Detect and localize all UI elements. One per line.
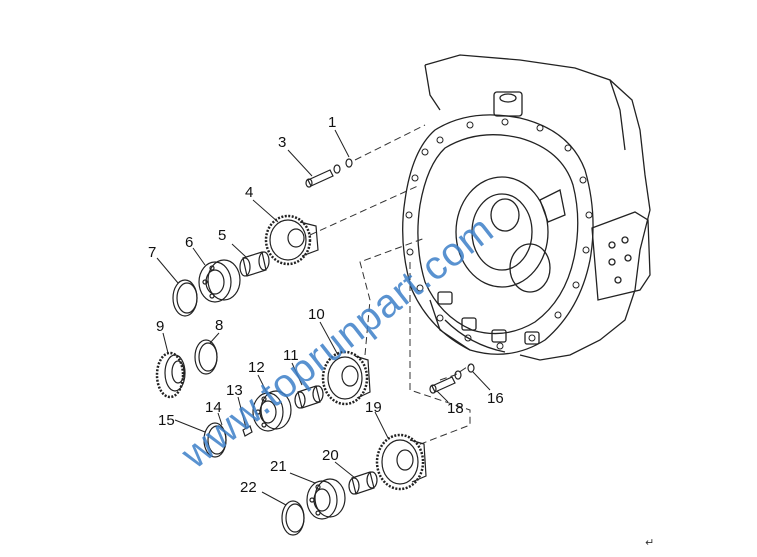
callout-8: 8 xyxy=(215,317,223,334)
callout-labels: 1 3 4 5 6 7 8 9 10 11 12 13 14 15 16 18 … xyxy=(148,114,504,496)
bearing-part-6 xyxy=(198,259,241,303)
gear-part-9 xyxy=(155,351,186,399)
callout-20: 20 xyxy=(322,447,339,464)
gear-part-19 xyxy=(375,433,427,491)
callout-13: 13 xyxy=(226,382,243,399)
callout-22: 22 xyxy=(240,479,257,496)
callout-7: 7 xyxy=(148,244,156,261)
gear-part-10 xyxy=(321,350,371,406)
bushing-part-11 xyxy=(294,385,324,409)
bushing-part-20 xyxy=(348,471,378,495)
leader-lines xyxy=(156,129,491,506)
snap-ring-part-7 xyxy=(172,279,198,317)
callout-14: 14 xyxy=(205,399,222,416)
bolt-part-18 xyxy=(429,363,475,394)
pin-part-13 xyxy=(242,425,253,437)
bolt-part-3 xyxy=(305,158,353,188)
assembly-lines xyxy=(309,124,471,446)
ring-part-15 xyxy=(203,422,227,458)
flange-bolt-holes xyxy=(405,118,593,350)
bushing-part-5 xyxy=(239,251,270,277)
housing xyxy=(402,54,651,361)
gear-part-4 xyxy=(264,214,319,266)
callout-5: 5 xyxy=(218,227,226,244)
callout-4: 4 xyxy=(245,184,253,201)
callout-19: 19 xyxy=(365,399,382,416)
callout-6: 6 xyxy=(185,234,193,251)
callout-11: 11 xyxy=(283,347,299,364)
ring-part-8 xyxy=(194,339,218,375)
return-mark: ↵ xyxy=(645,536,654,549)
watermark-text: www.toprunpart.com xyxy=(173,207,502,478)
callout-18: 18 xyxy=(447,400,464,417)
callout-3: 3 xyxy=(278,134,286,151)
callout-9: 9 xyxy=(156,318,164,335)
callout-21: 21 xyxy=(270,458,287,475)
bearing-part-12 xyxy=(252,390,292,432)
callout-15: 15 xyxy=(158,412,175,429)
callout-10: 10 xyxy=(308,306,325,323)
callout-16: 16 xyxy=(487,390,504,407)
bearing-part-21 xyxy=(306,478,346,520)
callout-12: 12 xyxy=(248,359,265,376)
ring-part-22 xyxy=(281,500,305,536)
callout-1: 1 xyxy=(328,114,336,131)
